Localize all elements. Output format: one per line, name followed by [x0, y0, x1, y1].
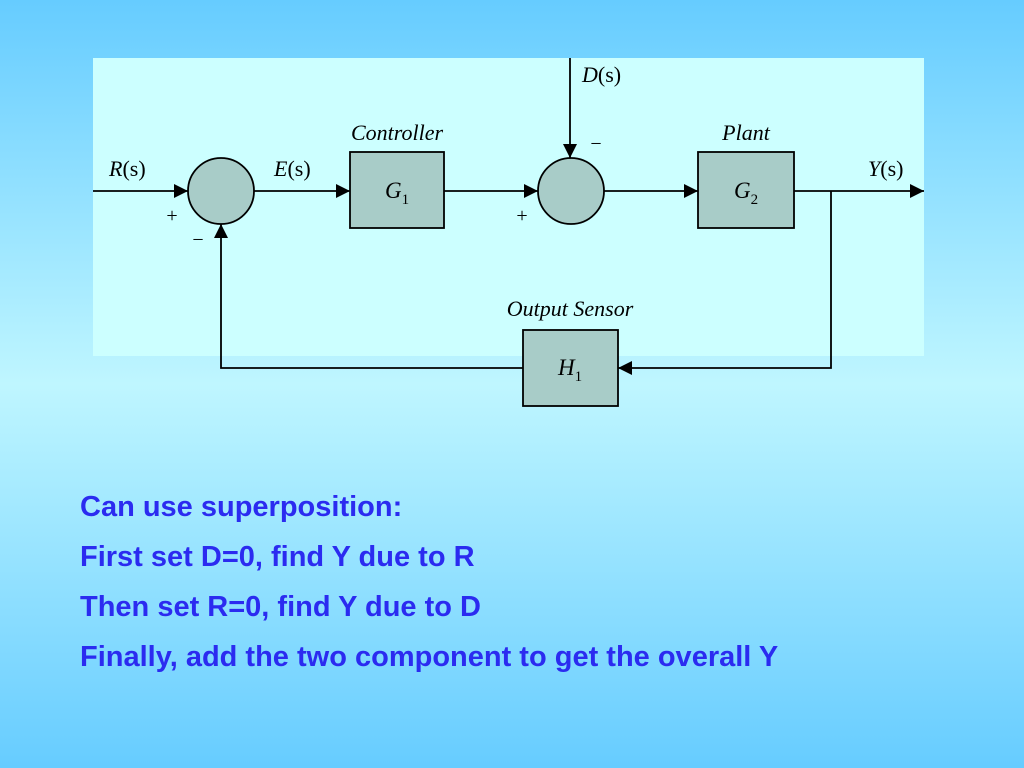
note-line: Then set R=0, find Y due to D — [80, 591, 481, 623]
summing-junction-2 — [537, 157, 605, 225]
note-line: Finally, add the two component to get th… — [80, 641, 779, 673]
disturbance-signal-label: D(s) — [581, 62, 621, 87]
sensor-caption: Output Sensor — [507, 296, 634, 321]
junction-1-plus-sign: + — [166, 205, 177, 227]
summing-junction-1 — [187, 157, 255, 225]
note-line: Can use superposition: — [80, 491, 403, 523]
error-signal-label: E(s) — [273, 156, 311, 181]
sensor-block — [522, 329, 619, 407]
junction-2-plus-sign: + — [516, 205, 527, 227]
junction-2-minus-sign: − — [590, 133, 601, 155]
controller-symbol: G1 — [385, 178, 409, 208]
reference-signal-label: R(s) — [108, 156, 146, 181]
output-feedback-wire — [618, 191, 832, 375]
junction-1-minus-sign: − — [192, 229, 203, 251]
controller-block — [349, 151, 445, 229]
controller-caption: Controller — [351, 120, 444, 145]
output-signal-label: Y(s) — [868, 156, 903, 181]
note-line: First set D=0, find Y due to R — [80, 541, 475, 573]
notes-list: Can use superposition: First set D=0, fi… — [80, 482, 778, 682]
sensor-feedback-wire — [214, 224, 523, 369]
plant-block — [697, 151, 795, 229]
plant-caption: Plant — [721, 120, 771, 145]
sensor-symbol: H1 — [557, 355, 582, 385]
plant-symbol: G2 — [734, 178, 758, 208]
